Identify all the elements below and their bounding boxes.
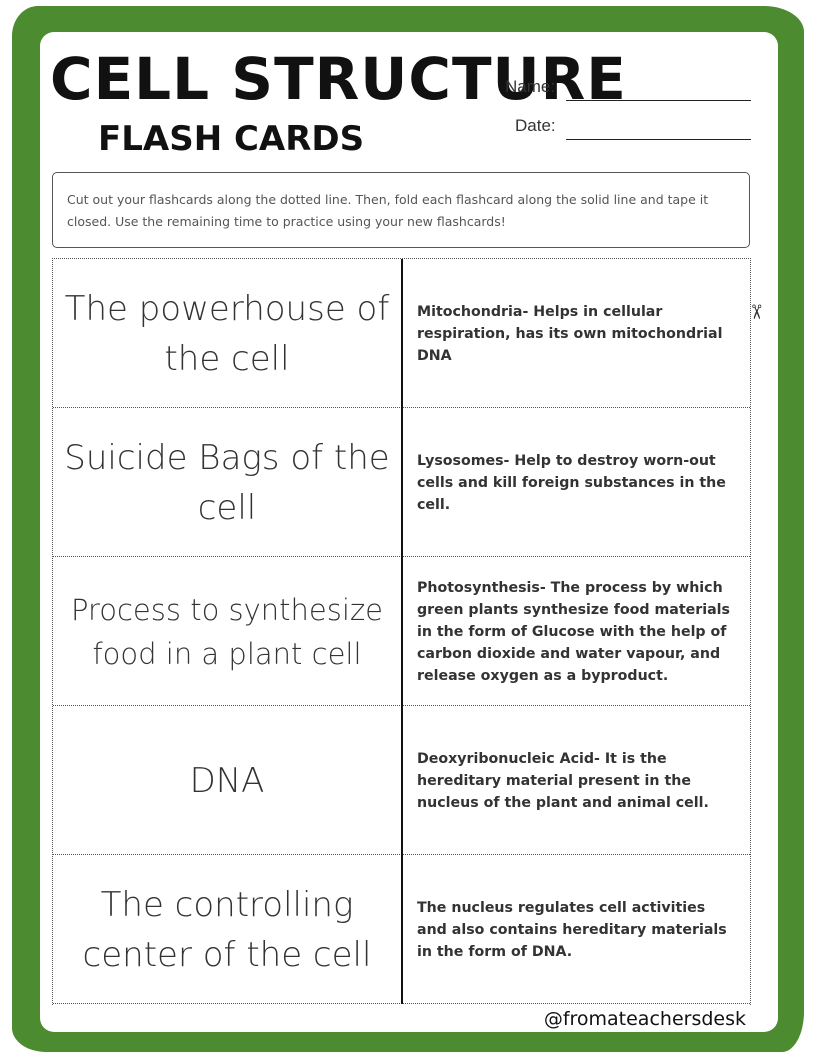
flashcard-term: Process to synthesize food in a plant ce… [70,592,384,671]
fold-line [401,259,403,1004]
instructions-box: Cut out your flashcards along the dotted… [52,172,750,248]
footer-credit: @fromateachersdesk [543,1008,746,1030]
worksheet-subtitle: FLASH CARDS [98,119,365,159]
flashcard-row: The controlling center of the cell The n… [53,855,750,1004]
worksheet-paper [40,32,778,1032]
flashcard-definition: Mitochondria- Helps in cellular respirat… [417,303,723,364]
flashcard-definition: The nucleus regulates cell activities an… [417,899,727,960]
flashcard-definition: Lysosomes- Help to destroy worn-out cell… [417,452,726,513]
flashcard-row: Suicide Bags of the cell Lysosomes- Help… [53,408,750,557]
flashcard-term: The controlling center of the cell [82,884,372,975]
worksheet-title: CELL STRUCTURE [50,45,627,113]
flashcard-grid: The powerhouse of the cell Mitochondria-… [52,258,751,1005]
flashcard-term: DNA [189,760,265,801]
flashcard-term: Suicide Bags of the cell [64,437,390,528]
scissors-icon: ✂ [744,303,769,321]
flashcard-row: The powerhouse of the cell Mitochondria-… [53,259,750,408]
flashcard-row: Process to synthesize food in a plant ce… [53,557,750,706]
name-label: Name: [505,77,556,96]
name-field[interactable] [566,100,751,101]
flashcard-definition: Photosynthesis- The process by which gre… [417,579,730,684]
date-label: Date: [515,116,556,135]
date-field[interactable] [566,139,751,140]
flashcard-term: The powerhouse of the cell [64,288,390,379]
flashcard-definition: Deoxyribonucleic Acid- It is the heredit… [417,750,709,811]
